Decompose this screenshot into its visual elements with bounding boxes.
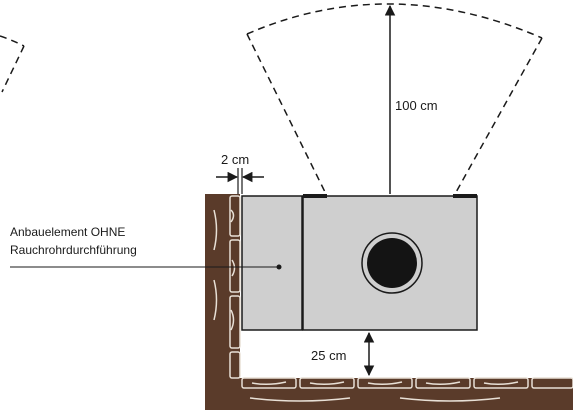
gap-wall-label: 2 cm [221,152,249,167]
add-on-component-box [241,195,303,331]
floor-bricks [241,377,573,402]
wall-structure [205,194,573,410]
stove-top-bar-left [303,194,327,198]
left-clearance-arc [0,35,25,93]
stove-top-bar-right [453,194,477,198]
clearance-front-label: 100 cm [395,98,438,113]
component-label-line1: Anbauelement OHNE [10,225,125,239]
flue-opening [367,238,417,288]
component-label-line2: Rauchrohrdurchführung [10,243,137,257]
front-radiation-zone [246,3,543,195]
side-wall-bricks [213,195,241,379]
stove [241,194,478,331]
side-wall [205,194,240,410]
component-callout-dot [276,264,282,270]
gap-dimension [216,168,264,194]
clearance-bottom-label: 25 cm [311,348,346,363]
